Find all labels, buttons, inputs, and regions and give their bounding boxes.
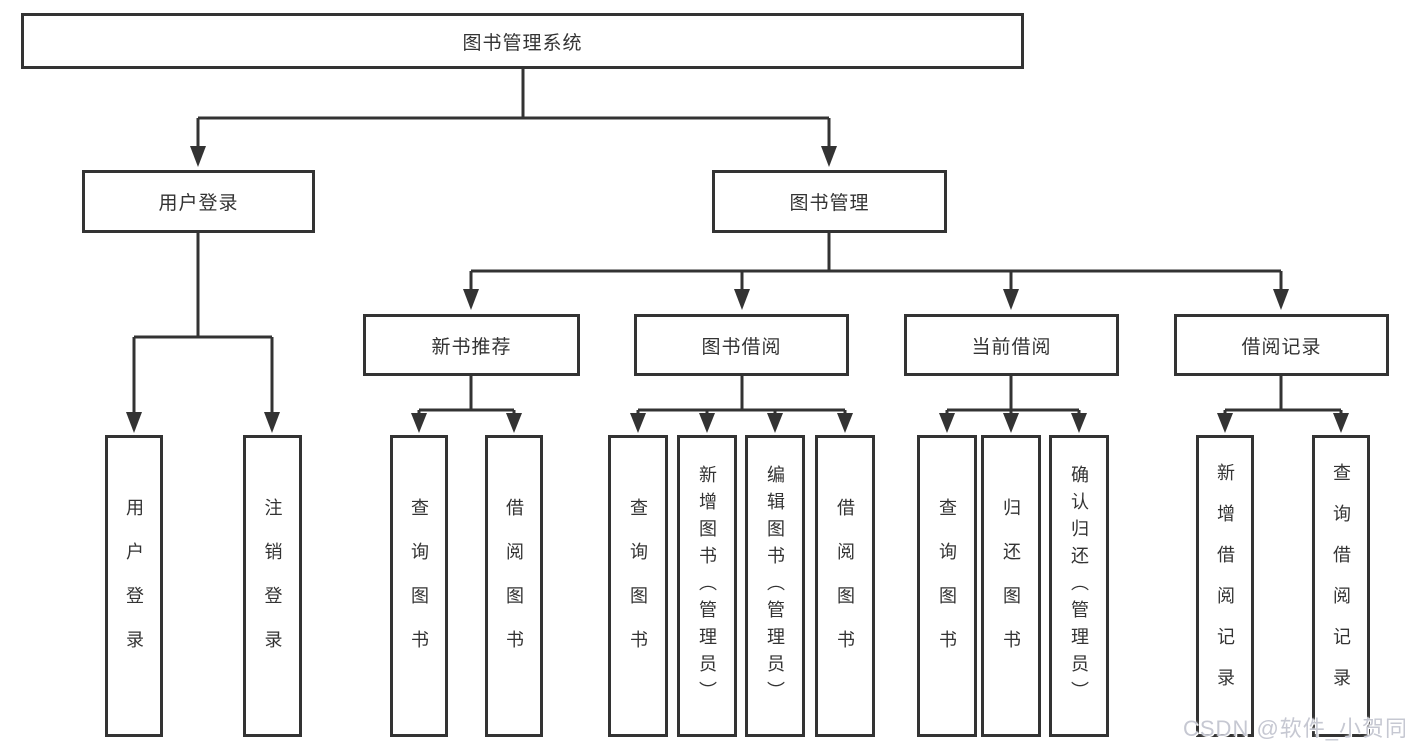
node-new-book-recommend: 新书推荐 <box>363 314 580 376</box>
leaf-user-login: 用户登录 <box>105 435 163 737</box>
leaf-current-return-books: 归还图书 <box>981 435 1041 737</box>
leaf-borrow-query-books: 查询图书 <box>608 435 668 737</box>
arrowheads <box>126 146 1349 433</box>
leaf-records-query-record: 查询借阅记录 <box>1312 435 1370 737</box>
leaf-borrow-add-books-admin: 新增图书（管理员） <box>677 435 737 737</box>
leaf-borrow-edit-books-admin: 编辑图书（管理员） <box>745 435 805 737</box>
node-borrow-records: 借阅记录 <box>1174 314 1389 376</box>
leaf-recommend-borrow-books: 借阅图书 <box>485 435 543 737</box>
leaf-borrow-borrow-books: 借阅图书 <box>815 435 875 737</box>
node-root: 图书管理系统 <box>21 13 1024 69</box>
watermark: CSDN @软件_小贺同学 <box>1183 716 1405 741</box>
node-current-borrow: 当前借阅 <box>904 314 1119 376</box>
leaf-current-query-books: 查询图书 <box>917 435 977 737</box>
leaf-recommend-query-books: 查询图书 <box>390 435 448 737</box>
node-book-management: 图书管理 <box>712 170 947 233</box>
leaf-records-add-record: 新增借阅记录 <box>1196 435 1254 737</box>
node-book-borrow: 图书借阅 <box>634 314 849 376</box>
leaf-logout: 注销登录 <box>243 435 302 737</box>
node-user-login: 用户登录 <box>82 170 315 233</box>
leaf-current-confirm-return-admin: 确认归还（管理员） <box>1049 435 1109 737</box>
